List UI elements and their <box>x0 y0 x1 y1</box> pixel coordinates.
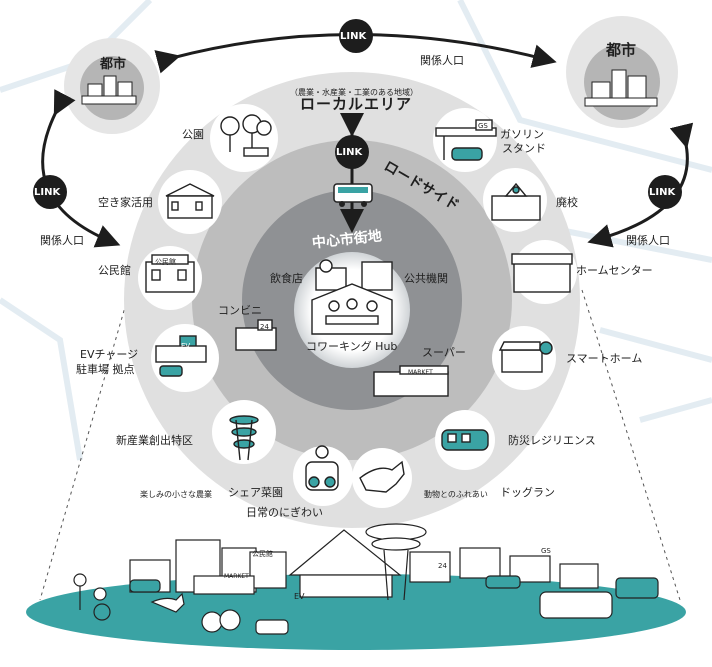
super-label: スーパー <box>422 346 466 359</box>
local-area-subtitle: （農業・水産業・工業のある地域） <box>290 88 418 97</box>
nigiwai-label: 日常のにぎわい <box>246 506 323 519</box>
bottom-kominkan-sign: 公民館 <box>252 550 273 558</box>
akiya-label: 空き家活用 <box>98 196 153 209</box>
dogrun-small-label: 動物とのふれあい <box>424 490 488 499</box>
city-right-label: 都市 <box>606 41 637 59</box>
local-area-title: ローカルエリア <box>300 95 413 113</box>
ev-label-line2: 駐車場 拠点 <box>76 363 135 376</box>
item-icons <box>145 114 573 493</box>
public-label: 公共機関 <box>404 272 448 285</box>
bottom-town <box>73 523 659 635</box>
bousai-label: 防災レジリエンス <box>508 434 596 447</box>
garden-small-label: 楽しみの小さな農業 <box>140 490 212 499</box>
conveni-sign: 24 <box>260 323 269 331</box>
relation-top: 関係人口 <box>420 54 464 67</box>
link-badge-top: LINK <box>340 31 367 42</box>
bus-icon <box>333 183 373 207</box>
city-left <box>64 38 160 134</box>
city-right <box>566 16 678 128</box>
link-badges <box>33 19 682 209</box>
bottom-town-ground <box>26 574 686 650</box>
tokku-label: 新産業創出特区 <box>116 434 193 447</box>
market-sign: MARKET <box>408 369 433 376</box>
link-badge-left: LINK <box>34 187 61 198</box>
smarthome-label: スマートホーム <box>566 352 643 365</box>
ev-sign: EV <box>181 342 191 350</box>
relation-right: 関係人口 <box>626 234 670 247</box>
park-label: 公園 <box>182 128 204 141</box>
restaurant-label: 飲食店 <box>270 272 303 285</box>
funnel-lines <box>39 289 681 601</box>
link-badge-right: LINK <box>649 187 676 198</box>
bottom-market-sign: MARKET <box>224 573 249 580</box>
bottom-ev-sign: EV <box>294 592 305 601</box>
dogrun-label: ドッグラン <box>500 486 555 499</box>
kominkan-sign: 公民館 <box>155 258 176 266</box>
garden-label: シェア菜園 <box>228 486 283 499</box>
conveni-label: コンビニ <box>218 304 262 317</box>
link-badge-center: LINK <box>336 147 363 158</box>
relation-left: 関係人口 <box>40 234 84 247</box>
bottom-gs-sign: GS <box>541 547 551 555</box>
bottom-conveni-sign: 24 <box>438 562 447 570</box>
coworking-label: コワーキング Hub <box>306 340 398 353</box>
gas-label-line2: スタンド <box>502 142 546 155</box>
gas-sign: GS <box>478 122 488 130</box>
kominkan-label: 公民館 <box>98 264 131 277</box>
city-left-label: 都市 <box>100 57 127 72</box>
homecenter-label: ホームセンター <box>576 264 653 277</box>
ev-label-line1: EVチャージ <box>80 348 139 361</box>
haikou-label: 廃校 <box>556 196 578 209</box>
gas-label-line1: ガソリン <box>500 128 544 141</box>
